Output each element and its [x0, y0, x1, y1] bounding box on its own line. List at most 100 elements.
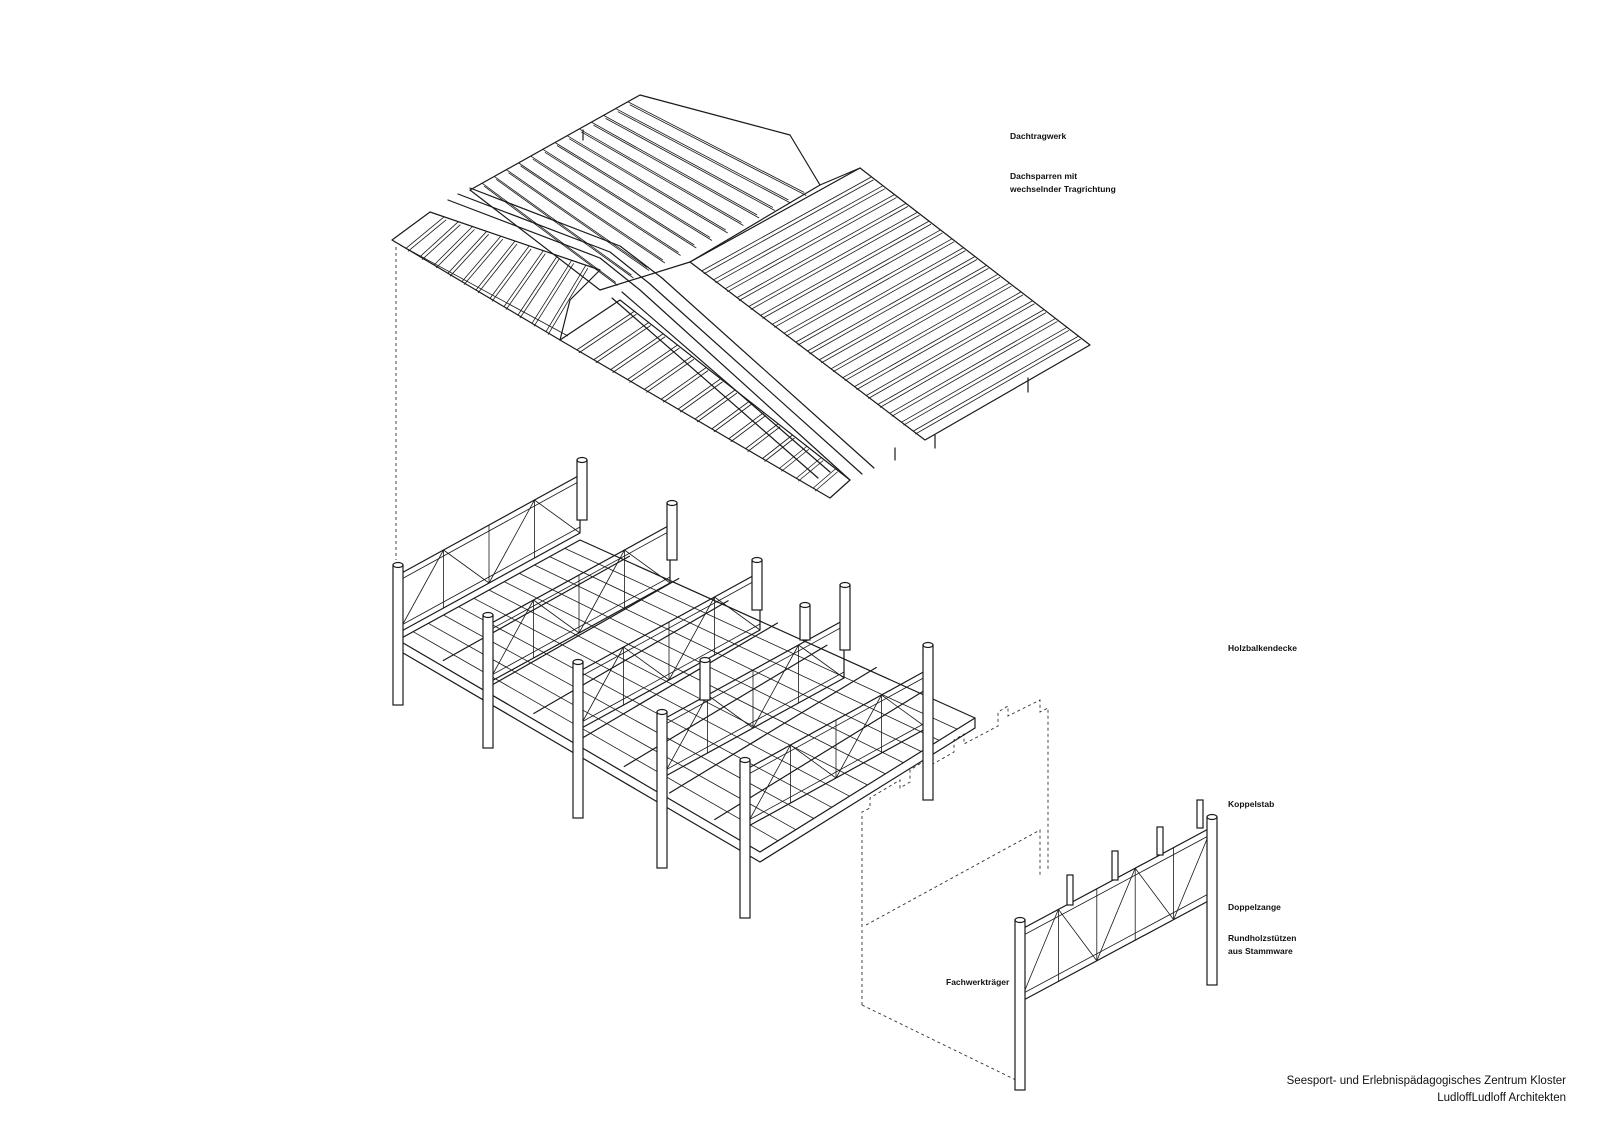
roof-rafter [517, 255, 558, 316]
roof-rafter [494, 176, 632, 276]
roof-rafter [503, 250, 544, 307]
roof-rafter [762, 223, 932, 319]
round-column [666, 502, 678, 561]
truss-diagonal [488, 499, 535, 584]
floor-beam [442, 555, 630, 662]
roof-rafter [435, 229, 475, 269]
label-dachtragwerk: Dachtragwerk [1010, 131, 1066, 141]
truss-diagonal [624, 549, 671, 584]
truss-diagonal [798, 644, 845, 679]
roof-rafter [481, 182, 616, 283]
column-top [699, 656, 711, 664]
floor-joist [412, 631, 779, 842]
roof-rafter [475, 240, 516, 291]
roof-rafter [903, 329, 1070, 426]
roof-rafter [519, 258, 560, 319]
round-column [576, 459, 588, 521]
roof-rafter [715, 188, 886, 284]
roof-rafter [568, 138, 728, 234]
roof-rafter [913, 335, 1079, 432]
round-column [656, 711, 668, 869]
roof-rafter [556, 145, 713, 241]
roof-rafter [578, 313, 637, 354]
round-column [1014, 919, 1026, 1091]
column-top [1014, 916, 1026, 924]
roof-rafter [779, 445, 808, 469]
roof-rafter [842, 282, 1010, 379]
roof-rafter [629, 104, 807, 196]
roof-rafter [530, 155, 679, 253]
roof-rafter [696, 392, 738, 423]
label-koppelstab: Koppelstab [1228, 799, 1274, 809]
roof-rafter [738, 206, 909, 301]
roof-rafter [421, 224, 461, 260]
truss-diagonal [661, 694, 708, 779]
column-top [839, 581, 851, 589]
roof-rafter [576, 310, 635, 351]
truss-diagonal [1173, 826, 1213, 920]
roof-rafter [566, 135, 726, 231]
column-top [751, 556, 763, 564]
roof-rafter [545, 264, 587, 332]
roof-rafter [783, 238, 953, 334]
roof-rafter [419, 221, 459, 257]
roof-rafter [518, 162, 664, 261]
floor-joists [412, 547, 958, 842]
roof-rafter [807, 256, 976, 352]
coupling-rod [1196, 799, 1204, 829]
roof-rafter [449, 234, 489, 277]
roof-rafter [605, 118, 776, 211]
roof-rafter [531, 260, 573, 324]
roof-rafter [679, 381, 723, 413]
roof-rafter [533, 263, 575, 327]
floor-joist [549, 556, 940, 741]
roof-rafter [879, 312, 1047, 408]
truss-diagonal [443, 549, 490, 584]
roof-rafter [677, 378, 721, 410]
round-column [799, 604, 811, 641]
column-top [922, 641, 934, 649]
roof-rafter [483, 185, 618, 286]
floor-beams [442, 555, 927, 821]
roof-rafter [915, 338, 1081, 435]
roof-rafter [593, 322, 649, 361]
project-title: Seesport- und Erlebnispädagogisches Zent… [1287, 1075, 1567, 1087]
truss-diagonal [1019, 909, 1059, 1003]
roof-rafter [736, 203, 907, 298]
truss-diagonal [577, 646, 624, 731]
roof-left-rafters [405, 216, 589, 335]
roof-rafter [447, 231, 487, 274]
coupling-rod [1156, 826, 1164, 856]
roof-rafter [544, 151, 697, 249]
roof-rafter [489, 245, 530, 299]
truss-diagonal [534, 499, 581, 534]
roof-rafter [821, 268, 989, 364]
roof-rafter [542, 148, 695, 246]
roof-rafter [581, 131, 744, 226]
roof-rafter [901, 326, 1068, 423]
roof-rafter [496, 179, 634, 279]
round-column [751, 559, 763, 611]
roof-rafter [505, 253, 546, 310]
roof-rafter [809, 259, 978, 355]
roof-rafter [603, 115, 774, 208]
label-rundholzstuetzen-line2: aus Stammware [1228, 946, 1293, 956]
column-top [572, 658, 584, 666]
roof-rafter [477, 243, 518, 294]
roof-rafter [491, 248, 532, 302]
alignment-guides [395, 247, 1049, 1083]
roof-rafter [812, 468, 836, 489]
roof-rafter [532, 158, 681, 256]
truss-diagonal [668, 596, 715, 681]
roof-rafter [463, 238, 504, 285]
truss-diagonal [397, 549, 444, 634]
roof-rafter [646, 358, 695, 393]
roof-rafter [595, 325, 651, 364]
roof-rafter [785, 241, 955, 337]
roof-rafter [713, 403, 752, 433]
roof-rafter [814, 471, 838, 492]
truss-chord [1019, 891, 1213, 996]
truss-diagonal [744, 744, 791, 829]
roof-rafter [554, 142, 711, 238]
